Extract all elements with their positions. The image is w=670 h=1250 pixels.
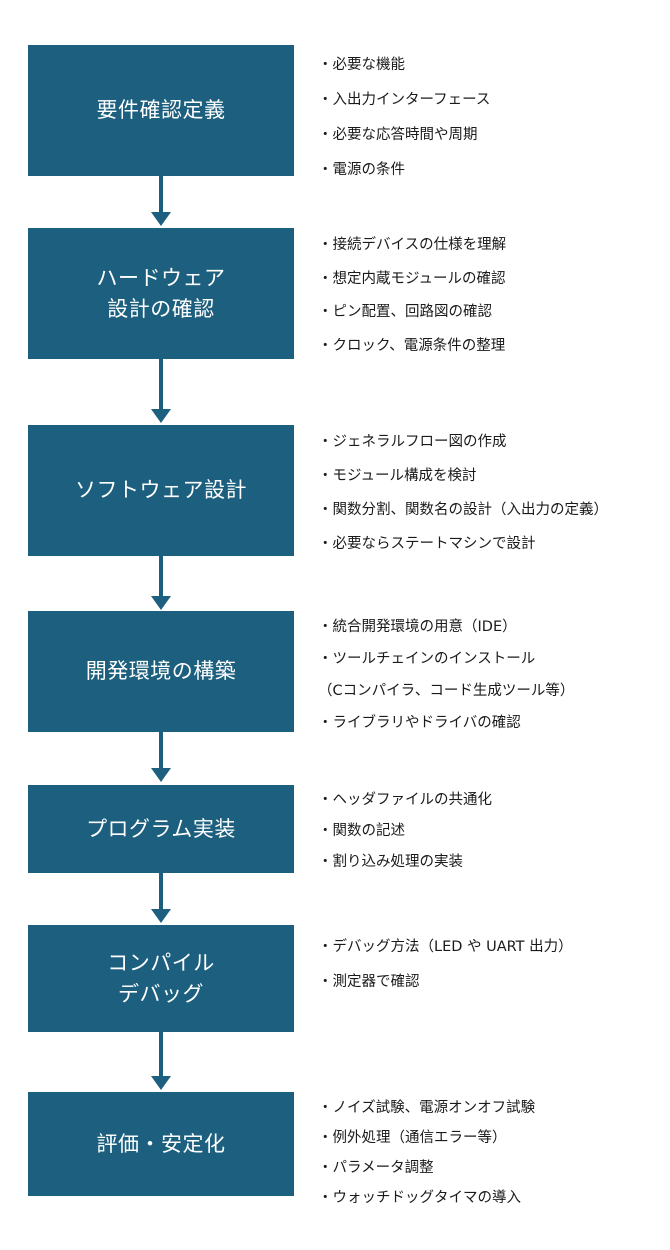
step-box-implementation: プログラム実装 <box>28 785 294 873</box>
note-item: ・クロック、電源条件の整理 <box>318 337 506 354</box>
note-item: ・必要な機能 <box>318 57 405 73</box>
note-item: ・例外処理（通信エラー等） <box>318 1130 507 1146</box>
step-title-line: コンパイル <box>107 951 215 976</box>
step-notes-compile-debug: ・デバッグ方法（LED や UART 出力） ・測定器で確認 <box>318 930 573 1000</box>
note-item: ・モジュール構成を検討 <box>318 468 477 484</box>
note-item: ・デバッグ方法（LED や UART 出力） <box>318 939 573 955</box>
step-notes-implementation: ・ヘッダファイルの共通化 ・関数の記述 ・割り込み処理の実装 <box>318 785 492 878</box>
note-item: ・ノイズ試験、電源オンオフ試験 <box>318 1100 536 1116</box>
step-box-evaluation: 評価・安定化 <box>28 1092 294 1196</box>
step-title-line: ソフトウェア設計 <box>75 478 247 503</box>
step-title-line: デバッグ <box>118 981 204 1006</box>
note-item: ・ヘッダファイルの共通化 <box>318 792 492 808</box>
note-item: ・パラメータ調整 <box>318 1160 434 1176</box>
arrow-down-icon <box>151 909 171 923</box>
note-item: ・想定内蔵モジュールの確認 <box>318 270 506 287</box>
flow-connector <box>159 873 163 911</box>
note-item: ・接続デバイスの仕様を理解 <box>318 237 507 253</box>
note-item: ・統合開発環境の用意（IDE） <box>318 619 517 635</box>
flow-connector <box>159 176 163 214</box>
flow-connector <box>159 359 163 411</box>
note-item: ・ツールチェインのインストール <box>318 651 536 667</box>
arrow-down-icon <box>151 1076 171 1090</box>
step-title-line: 評価・安定化 <box>96 1131 226 1156</box>
note-item: ・ライブラリやドライバの確認 <box>318 715 521 731</box>
step-title-line: 要件確認定義 <box>96 98 226 123</box>
step-title: 開発環境の構築 <box>86 656 237 686</box>
note-item: ・必要な応答時間や周期 <box>318 127 478 143</box>
step-title-line: 設計の確認 <box>107 296 215 321</box>
step-notes-requirements: ・必要な機能 ・入出力インターフェース ・必要な応答時間や周期 ・電源の条件 <box>318 48 490 188</box>
note-item: ・入出力インターフェース <box>318 92 491 108</box>
note-item: （Cコンパイラ、コード生成ツール等） <box>318 683 575 699</box>
step-title-line: プログラム実装 <box>86 816 236 841</box>
step-notes-software-design: ・ジェネラルフロー図の作成 ・モジュール構成を検討 ・関数分割、関数名の設計（入… <box>318 425 608 561</box>
step-box-requirements: 要件確認定義 <box>28 45 294 176</box>
note-item: ・ジェネラルフロー図の作成 <box>318 434 507 450</box>
arrow-down-icon <box>151 596 171 610</box>
arrow-down-icon <box>151 409 171 423</box>
note-item: ・測定器で確認 <box>318 974 420 990</box>
step-title-line: 開発環境の構築 <box>85 659 237 684</box>
note-item: ・ウォッチドッグタイマの導入 <box>318 1190 521 1206</box>
step-box-software-design: ソフトウェア設計 <box>28 425 294 556</box>
step-box-hardware: ハードウェア 設計の確認 <box>28 228 294 359</box>
arrow-down-icon <box>151 212 171 226</box>
step-title: プログラム実装 <box>86 814 236 844</box>
step-box-compile-debug: コンパイル デバッグ <box>28 925 294 1032</box>
flow-connector <box>159 1032 163 1078</box>
step-notes-dev-environment: ・統合開発環境の用意（IDE） ・ツールチェインのインストール （Cコンパイラ、… <box>318 611 574 739</box>
note-item: ・ピン配置、回路図の確認 <box>318 304 492 320</box>
flow-connector <box>159 732 163 770</box>
step-notes-hardware: ・接続デバイスの仕様を理解 ・想定内蔵モジュールの確認 ・ピン配置、回路図の確認… <box>318 229 506 363</box>
step-title: ハードウェア 設計の確認 <box>97 263 226 324</box>
note-item: ・関数の記述 <box>318 823 405 839</box>
flow-connector <box>159 556 163 598</box>
step-title: ソフトウェア設計 <box>75 475 247 505</box>
note-item: ・必要ならステートマシンで設計 <box>318 536 536 552</box>
step-title-line: ハードウェア <box>96 266 226 291</box>
step-title: 要件確認定義 <box>97 95 226 125</box>
note-item: ・電源の条件 <box>318 162 405 178</box>
step-title: コンパイル デバッグ <box>107 948 215 1009</box>
step-notes-evaluation: ・ノイズ試験、電源オンオフ試験 ・例外処理（通信エラー等） ・パラメータ調整 ・… <box>318 1093 535 1213</box>
note-item: ・関数分割、関数名の設計（入出力の定義） <box>318 502 608 518</box>
step-box-dev-environment: 開発環境の構築 <box>28 611 294 732</box>
note-item: ・割り込み処理の実装 <box>318 854 463 870</box>
step-title: 評価・安定化 <box>97 1129 226 1159</box>
arrow-down-icon <box>151 768 171 782</box>
